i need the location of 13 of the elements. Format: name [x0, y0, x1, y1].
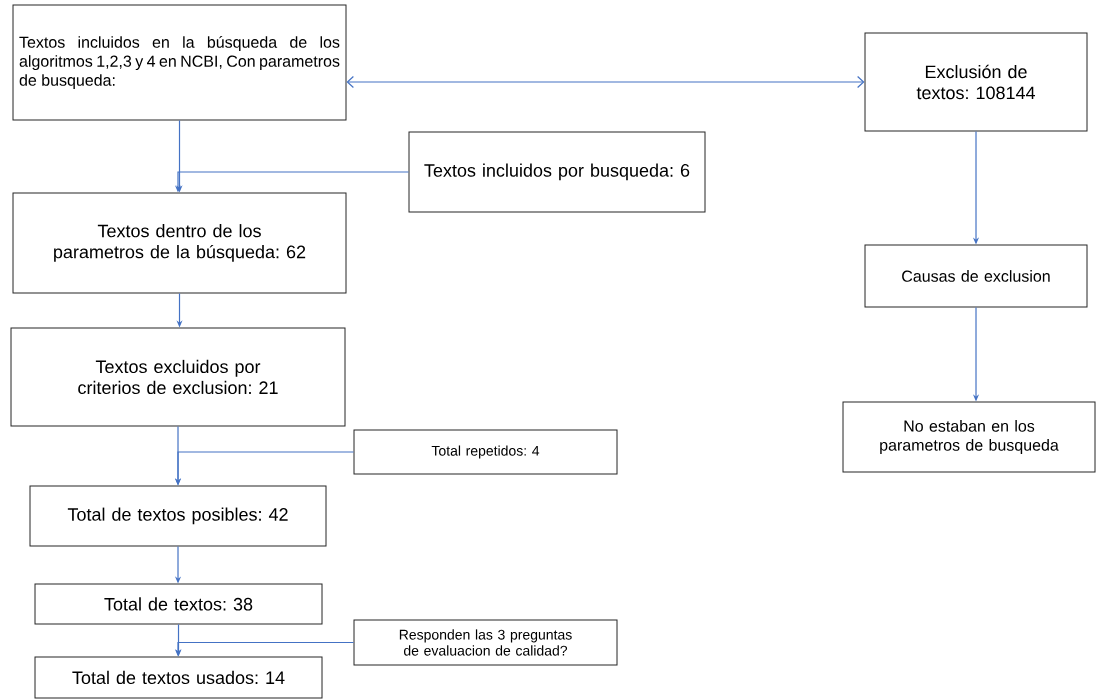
- process-box: Textos incluidos en la búsqueda de los algoritmos 1,2,3 y 4 en NCBI, Con parametros de busqueda:: [12, 4, 347, 121]
- process-box: No estaban en los parametros de busqueda: [842, 401, 1096, 473]
- process-box: Exclusión de textos: 108144: [864, 32, 1088, 132]
- arrow: [346, 75, 865, 89]
- process-box: Textos dentro de los parametros de la búsqueda: 62: [12, 192, 347, 294]
- process-box: Causas de exclusion: [864, 244, 1088, 308]
- process-box: Textos excluidos por criterios de exclusion: 21: [10, 327, 346, 427]
- process-box: Total de textos posibles: 42: [29, 485, 327, 547]
- process-box: Total de textos usados: 14: [34, 656, 323, 699]
- process-box: Total repetidos: 4: [353, 429, 618, 475]
- process-box: Total de textos: 38: [34, 583, 323, 625]
- process-box: Responden las 3 preguntas de evaluacion de calidad?: [353, 619, 618, 666]
- process-box: Textos incluidos por busqueda: 6: [408, 131, 706, 213]
